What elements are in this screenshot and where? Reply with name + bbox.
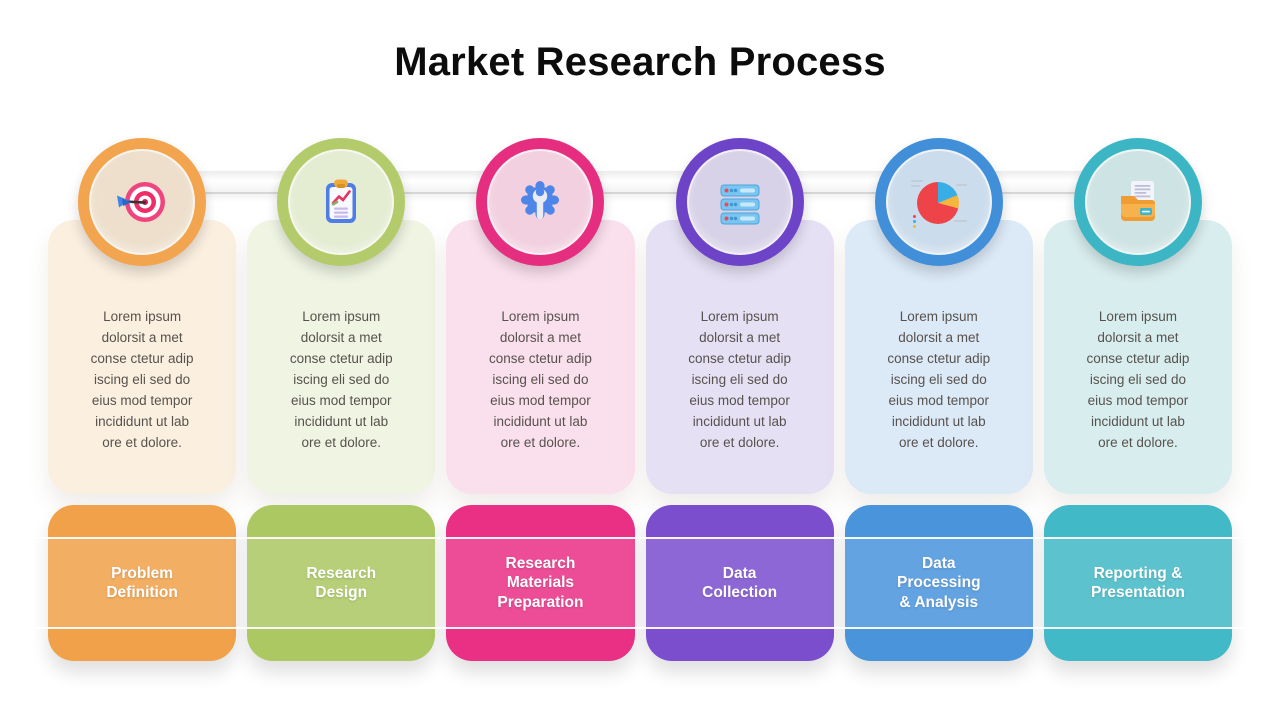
pie-chart-icon (910, 174, 967, 230)
step-column-reporting-presentation: Lorem ipsum dolorsit a met conse ctetur … (1043, 138, 1233, 661)
step-label-card: Reporting & Presentation (1043, 505, 1233, 661)
step-column-data-processing-analysis: Lorem ipsum dolorsit a met conse ctetur … (844, 138, 1033, 661)
step-description: Lorem ipsum dolorsit a met conse ctetur … (887, 309, 991, 450)
step-description: Lorem ipsum dolorsit a met conse ctetur … (1086, 309, 1190, 450)
step-description-card: Lorem ipsum dolorsit a met conse ctetur … (247, 220, 436, 494)
step-column-problem-definition: Lorem ipsum dolorsit a met conse ctetur … (48, 138, 237, 661)
target-icon (117, 182, 166, 222)
step-description: Lorem ipsum dolorsit a met conse ctetur … (688, 309, 791, 450)
step-icon-circle (675, 138, 804, 266)
step-column-data-collection: Lorem ipsum dolorsit a met conse ctetur … (645, 138, 834, 661)
step-icon-circle (277, 138, 406, 266)
step-description: Lorem ipsum dolorsit a met conse ctetur … (90, 309, 194, 450)
step-description: Lorem ipsum dolorsit a met conse ctetur … (489, 309, 592, 450)
step-label-card: Data Collection (645, 505, 834, 661)
step-description-card: Lorem ipsum dolorsit a met conse ctetur … (1043, 220, 1233, 494)
step-icon-circle (78, 138, 207, 266)
clipboard-chart-icon (326, 179, 357, 223)
step-description-card: Lorem ipsum dolorsit a met conse ctetur … (446, 220, 635, 494)
step-label-card: Problem Definition (48, 505, 237, 661)
step-icon-circle (874, 138, 1003, 266)
step-label-card: Data Processing & Analysis (844, 505, 1033, 661)
step-column-research-design: Lorem ipsum dolorsit a met conse ctetur … (247, 138, 436, 661)
process-steps: Lorem ipsum dolorsit a met conse ctetur … (48, 138, 1233, 661)
step-label-card: Research Design (247, 505, 436, 661)
step-icon-circle (476, 138, 605, 266)
step-icon-circle (1073, 138, 1202, 266)
gear-wrench-icon (521, 181, 560, 219)
step-column-research-materials-preparation: Lorem ipsum dolorsit a met conse ctetur … (446, 138, 635, 661)
step-label-card: Research Materials Preparation (446, 505, 635, 661)
step-description: Lorem ipsum dolorsit a met conse ctetur … (289, 309, 393, 450)
server-stack-icon (720, 184, 760, 225)
page-title: Market Research Process (394, 40, 886, 84)
folder-document-icon (1120, 181, 1155, 221)
step-description-card: Lorem ipsum dolorsit a met conse ctetur … (48, 220, 237, 494)
